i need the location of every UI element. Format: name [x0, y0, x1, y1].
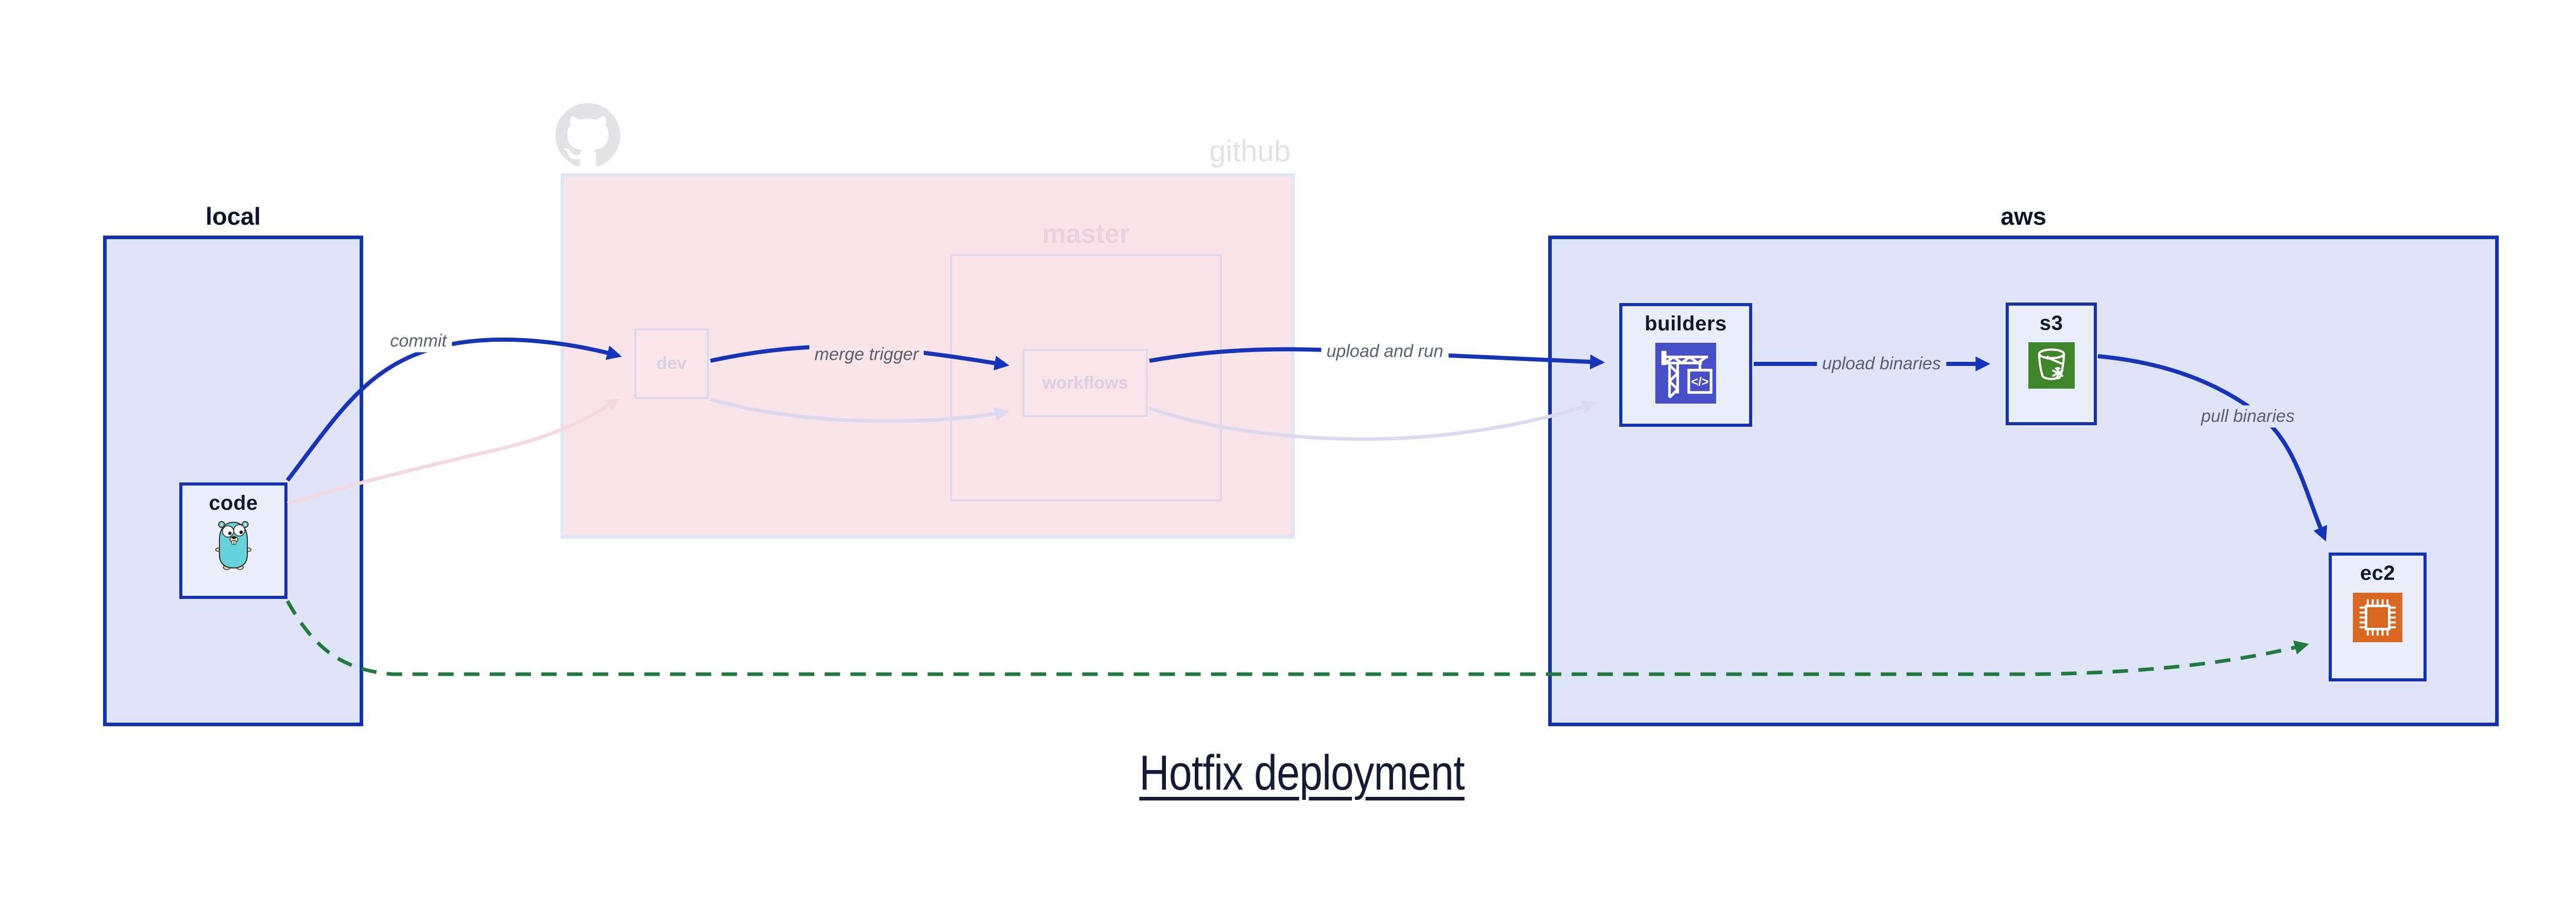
ec2-node-label: ec2: [2360, 562, 2396, 584]
s3-node: s3: [2006, 303, 2097, 425]
edge-label-upload-binaries: upload binaries: [1817, 353, 1946, 375]
ec2-chip-icon: [2353, 593, 2402, 642]
code-node: code: [179, 482, 287, 599]
go-gopher-icon: [215, 521, 252, 570]
aws-container-label: aws: [2001, 203, 2046, 230]
edge-label-pull-binaries: pull binaries: [2196, 405, 2300, 428]
s3-node-label: s3: [2039, 312, 2063, 335]
builders-node: builders </>: [1619, 303, 1752, 427]
dev-node: dev: [634, 328, 709, 399]
workflows-node: workflows: [1023, 349, 1148, 417]
workflows-node-label: workflows: [1042, 373, 1128, 393]
local-container: [103, 236, 363, 726]
diagram-title: Hotfix deployment: [1139, 745, 1465, 800]
svg-text:</>: </>: [1691, 376, 1708, 389]
code-node-label: code: [209, 492, 258, 514]
s3-glacier-bucket-icon: [2028, 342, 2075, 389]
edge-label-merge-trigger: merge trigger: [809, 343, 924, 366]
github-octocat-icon: [555, 103, 620, 166]
master-branch-box: [950, 254, 1222, 502]
dev-node-label: dev: [656, 354, 687, 373]
master-branch-label: master: [1042, 219, 1130, 249]
github-container-label: github: [1209, 135, 1291, 168]
edge-label-upload-and-run: upload and run: [1321, 340, 1449, 363]
builders-node-label: builders: [1645, 312, 1727, 335]
ec2-node: ec2: [2329, 553, 2427, 681]
local-container-label: local: [205, 203, 261, 230]
codebuild-crane-icon: </>: [1655, 343, 1716, 404]
edge-label-commit: commit: [385, 330, 452, 353]
